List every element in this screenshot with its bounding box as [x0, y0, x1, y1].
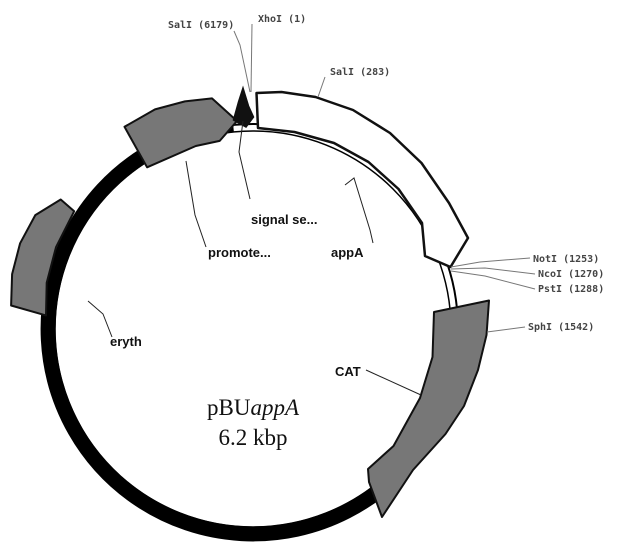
site-label-sali-283: SalI (283): [330, 67, 390, 78]
site-label-psti-1288: PstI (1288): [538, 284, 604, 295]
plasmid-name-prefix: pBU: [207, 395, 251, 420]
signal-leader: [238, 120, 251, 200]
ncoi-1270-leader: [450, 267, 536, 275]
sali-6179-leader: [233, 30, 251, 93]
cat-leader: [365, 369, 422, 396]
site-label-noti-1253: NotI (1253): [533, 254, 599, 265]
feature-label-cat: CAT: [335, 364, 361, 379]
feature-label-signal: signal se...: [251, 212, 317, 227]
promoter-leader: [185, 160, 207, 248]
sali-283-leader: [317, 76, 326, 98]
sphi-1542-leader: [486, 326, 526, 333]
site-label-ncoi-1270: NcoI (1270): [538, 269, 604, 280]
site-label-xhoi-1: XhoI (1): [258, 14, 306, 25]
appa-feature[interactable]: [255, 90, 470, 269]
backbone-thick-arc: [40, 117, 425, 542]
eryth-feature[interactable]: [10, 198, 76, 317]
signal-sequence-feature[interactable]: [232, 85, 255, 128]
restriction-site-labels: SalI (6179) XhoI (1) SalI (283) NotI (12…: [168, 14, 604, 333]
noti-1253-leader: [450, 257, 531, 268]
feature-leaders: [87, 120, 422, 396]
cat-feature[interactable]: [367, 299, 490, 518]
promoter-feature[interactable]: [123, 97, 238, 169]
feature-label-promoter: promote...: [208, 245, 271, 260]
feature-label-eryth: eryth: [110, 334, 142, 349]
feature-labels: appA CAT eryth promote... signal se...: [110, 212, 364, 379]
site-label-sphi-1542: SphI (1542): [528, 322, 594, 333]
restriction-site-leaders: [233, 23, 536, 333]
plasmid-name-italic: appA: [250, 395, 300, 420]
plasmid-size: 6.2 kbp: [219, 425, 288, 450]
psti-1288-leader: [450, 270, 536, 290]
site-label-sali-6179: SalI (6179): [168, 20, 234, 31]
plasmid-name: pBUappA: [207, 395, 300, 420]
xhoi-1-leader: [250, 23, 253, 93]
eryth-leader: [87, 300, 113, 338]
feature-label-appa: appA: [331, 245, 364, 260]
appa-leader: [344, 177, 374, 244]
